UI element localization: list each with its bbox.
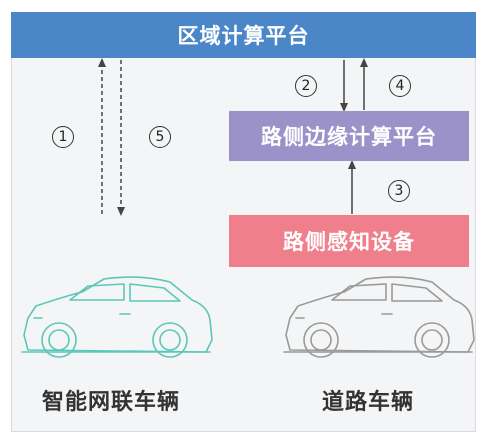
step-badge-3: 3 xyxy=(388,180,410,202)
roadside-edge-computing-platform: 路侧边缘计算平台 xyxy=(229,111,469,161)
connected-vehicle-label: 智能网联车辆 xyxy=(42,390,181,415)
road-vehicle-label: 道路车辆 xyxy=(322,390,415,415)
roadside-devices-label: 路侧感知设备 xyxy=(283,230,415,254)
step-badge-4: 4 xyxy=(389,75,411,97)
regional-platform-label: 区域计算平台 xyxy=(177,24,310,48)
step-badge-1: 1 xyxy=(52,126,74,148)
step-badge-2: 2 xyxy=(295,75,317,97)
regional-computing-platform: 区域计算平台 xyxy=(11,12,476,58)
edge-platform-label: 路侧边缘计算平台 xyxy=(261,125,437,149)
step-badge-5: 5 xyxy=(149,126,171,148)
roadside-sensing-devices: 路侧感知设备 xyxy=(229,215,469,267)
